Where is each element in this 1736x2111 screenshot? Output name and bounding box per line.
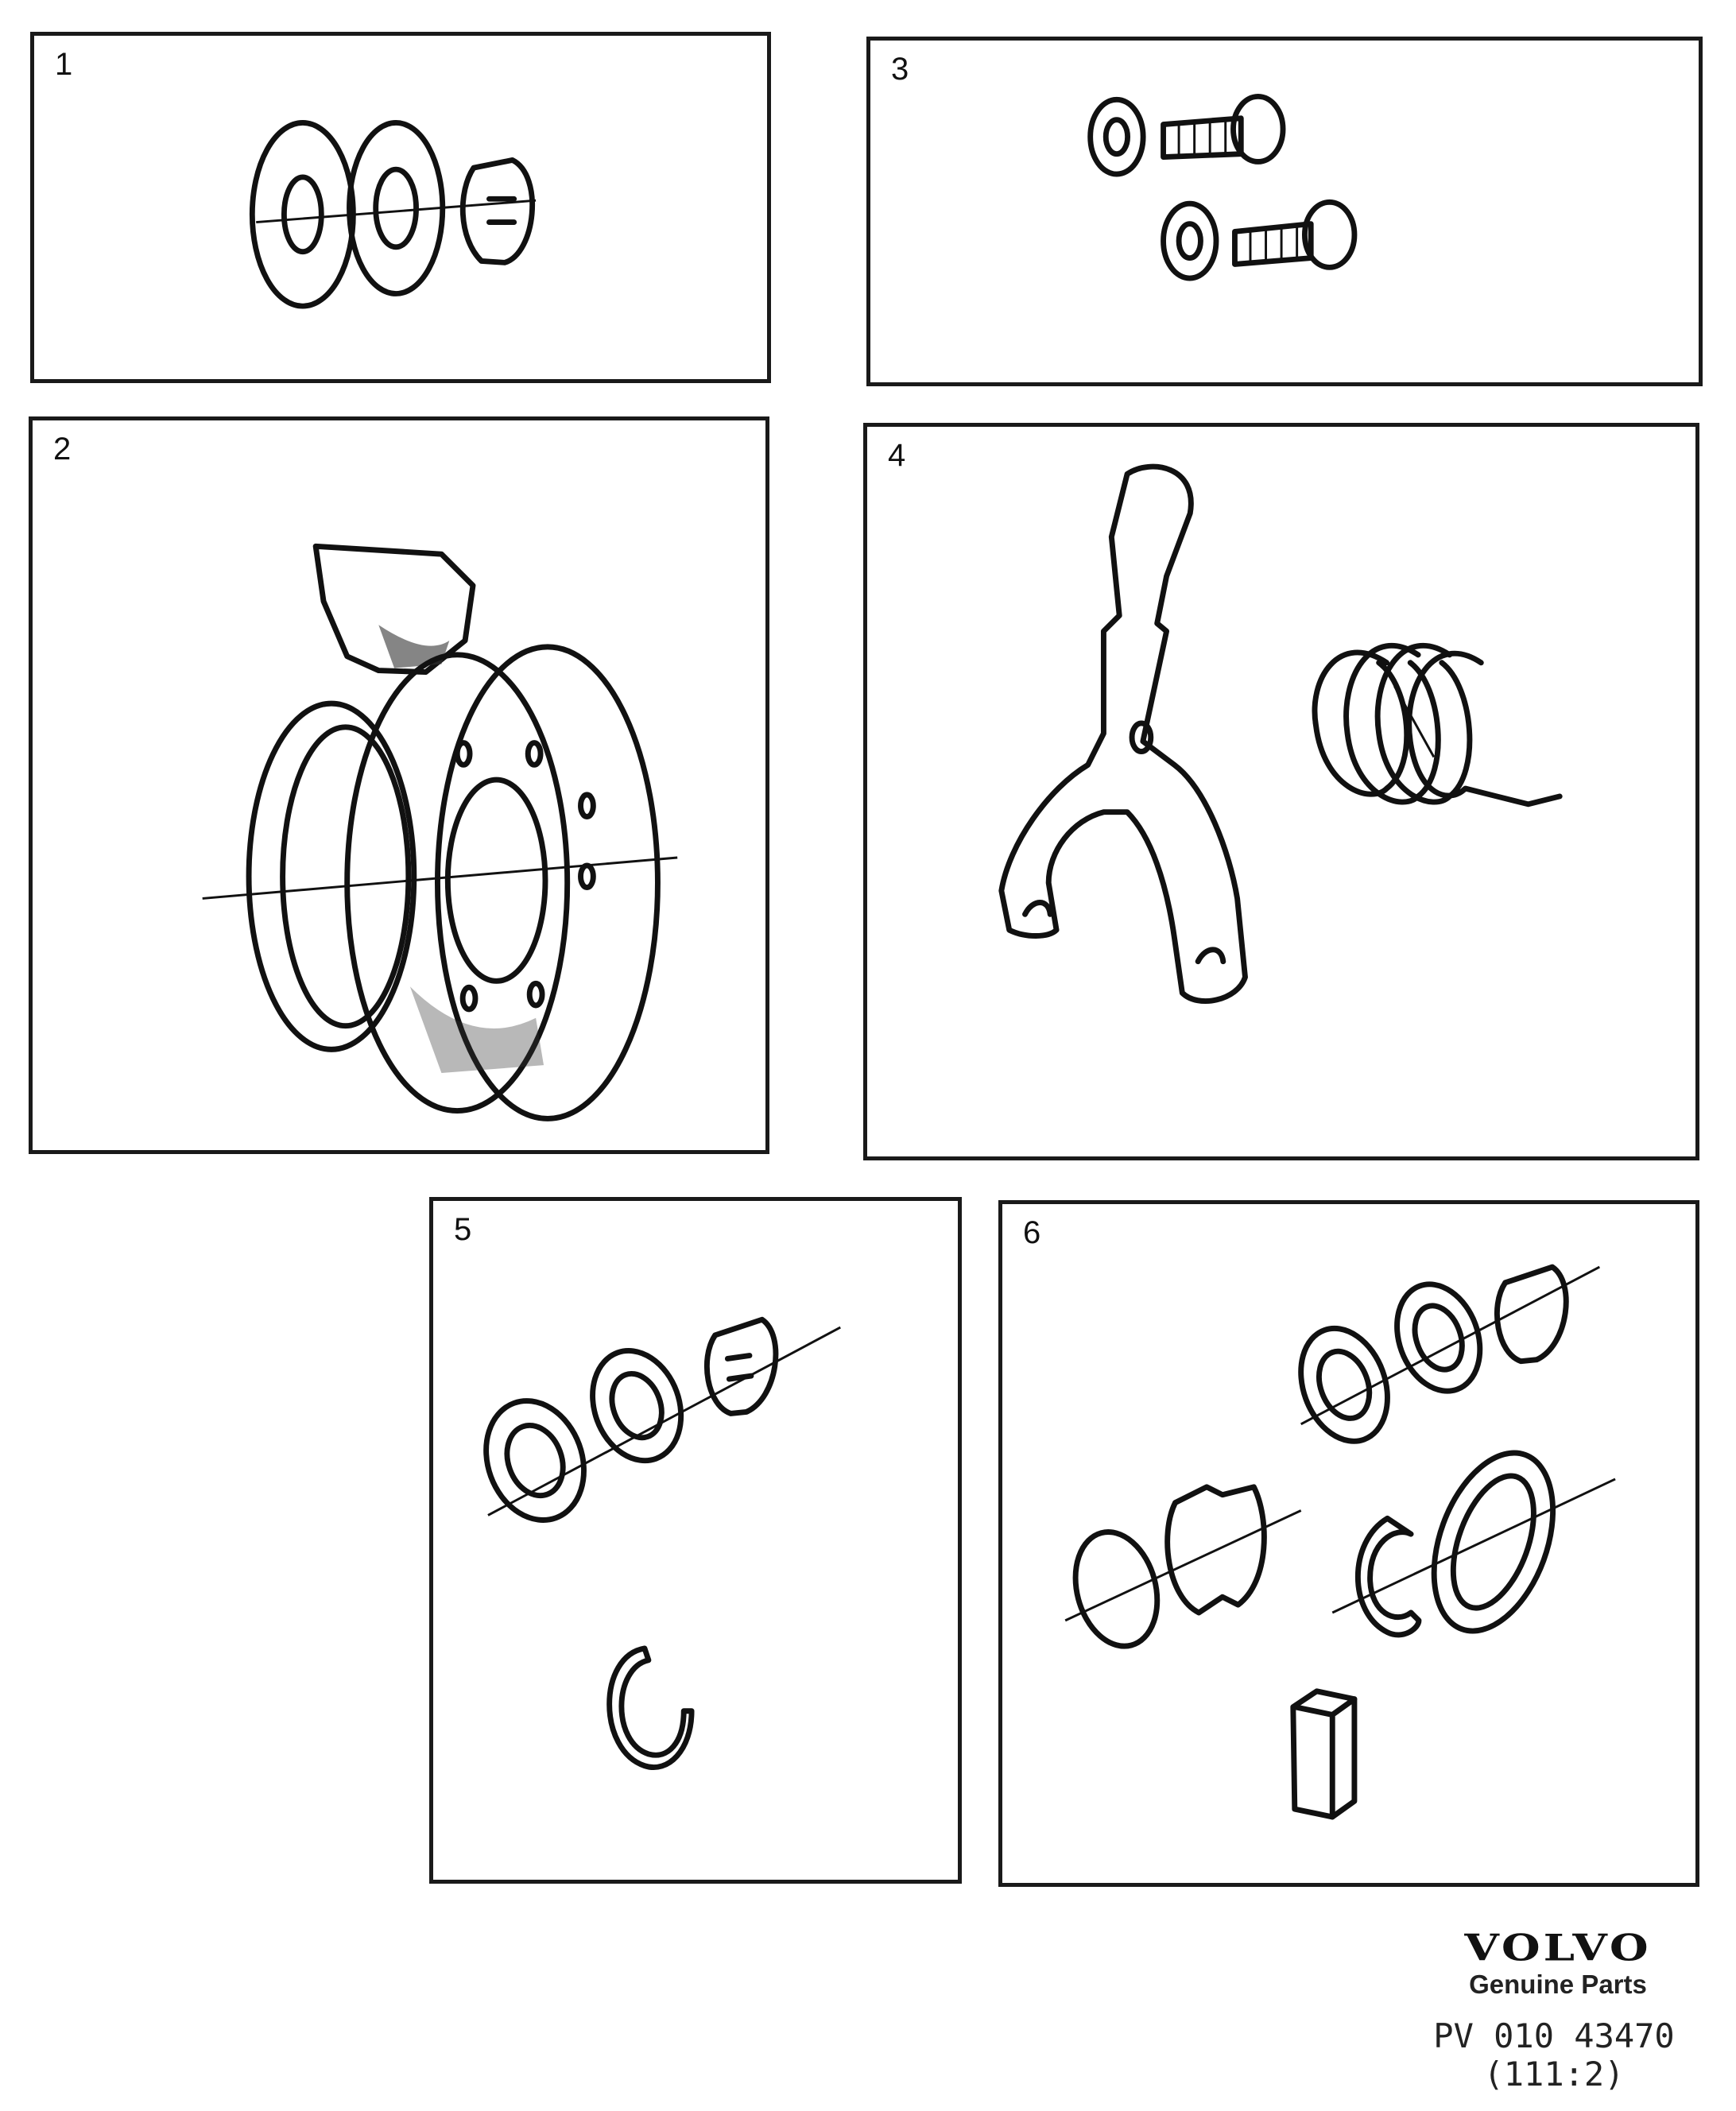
reference-code: PV 010 43470 (1433, 2016, 1675, 2055)
panel-number: 2 (53, 432, 72, 467)
washer-and-clip-icon (249, 120, 537, 309)
brand-tagline: Genuine Parts (1469, 1970, 1647, 1999)
panel-4: 4 (863, 423, 1699, 1160)
panel-5: 5 (429, 1197, 962, 1884)
seals-and-block-icon (1064, 1264, 1616, 1820)
bushing-and-seal-icon (202, 543, 678, 1121)
panel-number: 1 (55, 47, 73, 82)
brand-block: VOLVO Genuine Parts (1399, 1922, 1717, 2000)
reference-code-block: PV 010 43470 (111:2) (1423, 2017, 1685, 2094)
bolts-and-washers-icon (1087, 93, 1358, 281)
panel-number: 6 (1023, 1215, 1041, 1250)
panel-number: 3 (891, 52, 909, 87)
lever-and-spring-icon (998, 463, 1563, 1004)
washers-and-circlip-icon (483, 1316, 841, 1770)
panel-1: 1 (30, 32, 771, 383)
reference-sub: (111:2) (1483, 2055, 1625, 2094)
volvo-logo: VOLVO (1464, 1926, 1652, 1970)
panel-number: 5 (454, 1212, 472, 1247)
panel-2: 2 (29, 416, 769, 1154)
panel-number: 4 (888, 438, 906, 473)
panel-3: 3 (866, 37, 1703, 386)
panel-6: 6 (998, 1200, 1699, 1887)
